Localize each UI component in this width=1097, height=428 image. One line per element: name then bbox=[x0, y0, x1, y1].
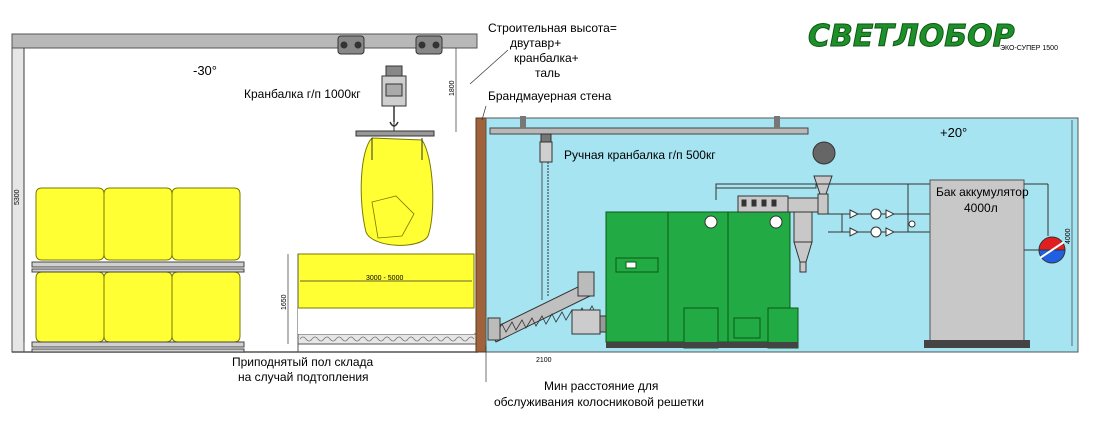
boiler-gauge-icon bbox=[704, 215, 718, 229]
boiler-room bbox=[485, 116, 1079, 353]
pallets bbox=[31, 261, 245, 353]
manual-hoist bbox=[539, 133, 553, 300]
dim-2100: 2100 bbox=[536, 357, 552, 364]
dim-1800: 1800 bbox=[449, 80, 456, 96]
crane-trolley bbox=[337, 35, 443, 55]
thermometer-icon bbox=[1038, 236, 1066, 264]
pumps bbox=[849, 208, 916, 238]
dim-1650: 1650 bbox=[281, 294, 288, 310]
raised-floor bbox=[297, 333, 477, 345]
raised-floor-label-1: Приподнятый пол склада bbox=[232, 355, 374, 369]
hanging-big-bag bbox=[360, 137, 434, 246]
manual-crane-beam bbox=[489, 127, 809, 135]
stacked-big-bags bbox=[35, 187, 241, 343]
chimney-cap-icon bbox=[812, 141, 836, 165]
firewall-label: Брандмауерная стена bbox=[488, 89, 612, 103]
warehouse bbox=[11, 33, 606, 353]
temp-warm: +20° bbox=[940, 125, 967, 140]
boiler bbox=[605, 211, 799, 349]
tank-label-2: 4000л bbox=[964, 201, 998, 215]
hoist-1000 bbox=[355, 65, 435, 137]
crane-1000-label: Кранбалка г/п 1000кг bbox=[244, 87, 361, 101]
building-height-label-3: кранбалка+ bbox=[514, 51, 579, 65]
flue-cyclone bbox=[715, 175, 833, 273]
building-height-label-2: двутавр+ bbox=[510, 36, 561, 50]
crane-500-label: Ручная кранбалка г/п 500кг bbox=[564, 148, 716, 162]
min-distance-label-2: обслуживания колосниковой решетки bbox=[494, 395, 704, 409]
firewall bbox=[475, 117, 487, 353]
dim-5300: 5300 bbox=[14, 189, 21, 205]
dim-4000: 4000 bbox=[1065, 228, 1072, 244]
tank-label-1: Бак аккумулятор bbox=[936, 185, 1029, 199]
raised-floor-label-2: на случай подтопления bbox=[238, 370, 369, 384]
dim-bunker: 3000 - 5000 bbox=[366, 275, 403, 282]
i-beam bbox=[11, 33, 478, 49]
building-height-label-1: Строительная высота= bbox=[488, 21, 617, 35]
building-height-label-4: таль bbox=[535, 66, 560, 80]
brand-logo: СВЕТЛОБОР bbox=[808, 19, 1015, 54]
min-distance-label-1: Мин расстояние для bbox=[544, 379, 658, 393]
temp-cold: -30° bbox=[193, 63, 217, 78]
building-height-leader bbox=[469, 49, 509, 85]
brand-model: ЭКО-СУПЕР 1500 bbox=[1000, 45, 1058, 52]
screw-conveyor bbox=[487, 271, 609, 343]
accumulator-tank bbox=[929, 179, 1025, 345]
